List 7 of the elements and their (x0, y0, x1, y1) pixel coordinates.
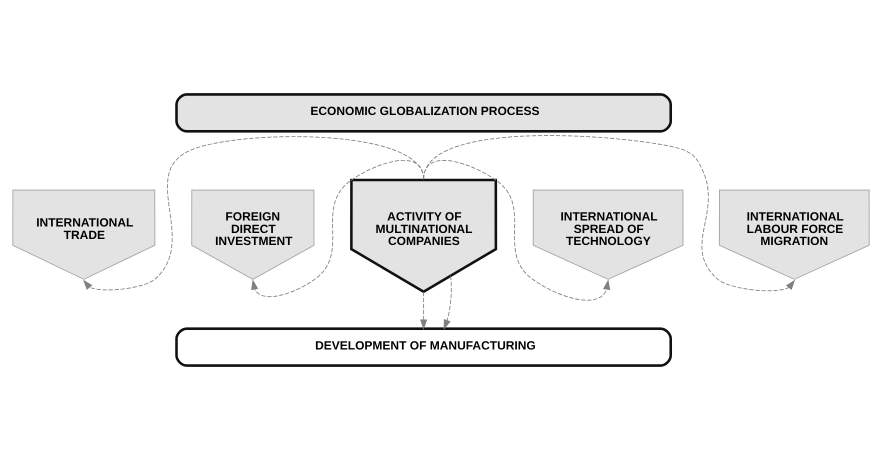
arrow (251, 159, 424, 297)
arrow (420, 291, 428, 330)
arrow (423, 134, 796, 291)
node-box: ECONOMIC GLOBALIZATION PROCESS (175, 92, 672, 132)
arrow (444, 274, 452, 330)
arrow (83, 136, 424, 290)
node-box: DEVELOPMENT OF MANUFACTURING (175, 326, 672, 366)
